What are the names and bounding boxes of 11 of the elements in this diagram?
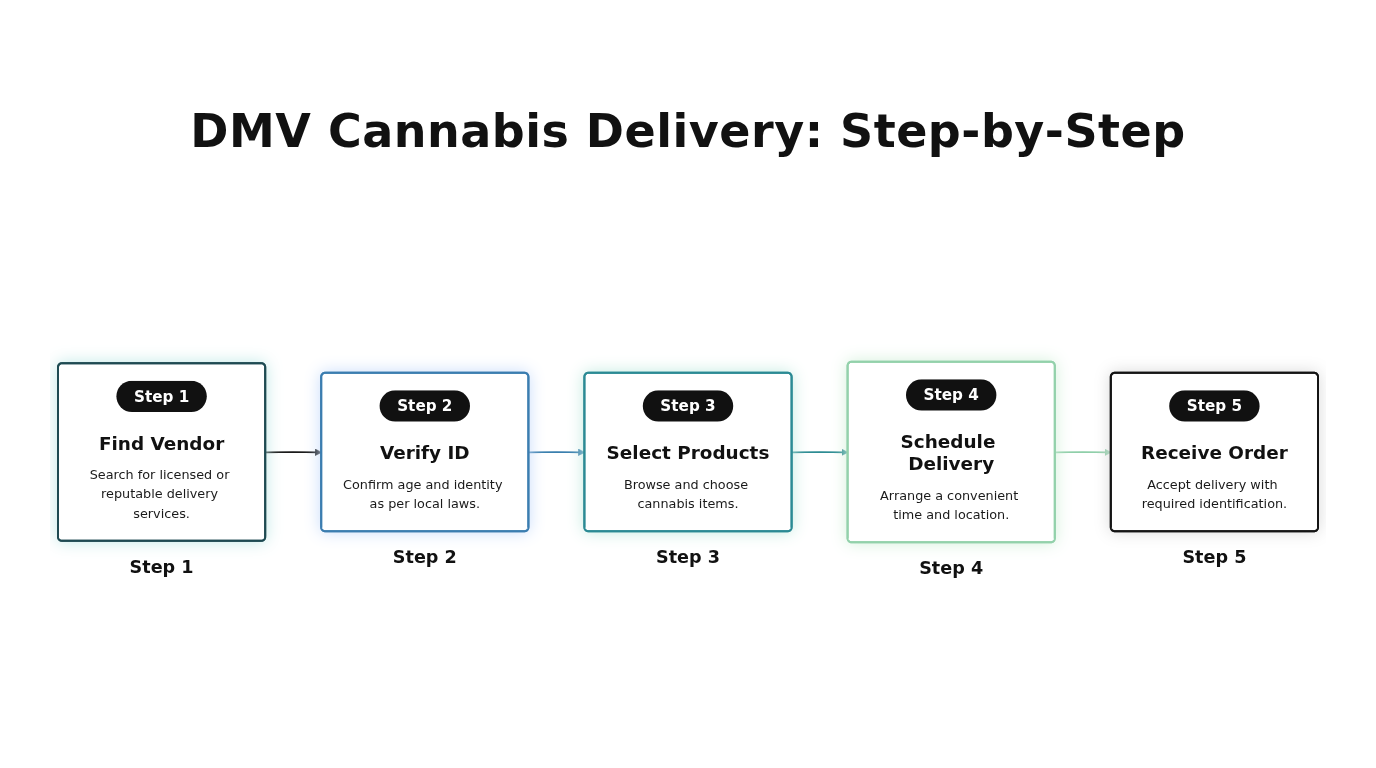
- step-caption: Step 5: [1182, 547, 1247, 568]
- step-card: Step 1 Find Vendor Search for licensed or reputable delivery services.: [57, 362, 267, 542]
- step-card: Step 4 Schedule Delivery Arrange a convenient time and location.: [846, 360, 1056, 544]
- step-card: Step 5 Receive Order Accept delivery with required identification.: [1109, 371, 1319, 533]
- step-card: Step 3 Select Products Browse and choose cannabis items.: [583, 371, 793, 533]
- step-caption: Step 3: [656, 547, 720, 568]
- step-caption: Step 2: [392, 547, 457, 568]
- diagram-title: DMV Cannabis Delivery: Step-by-Step: [189, 104, 1187, 158]
- step-caption: Step 4: [919, 558, 984, 579]
- step-caption: Step 1: [129, 556, 194, 577]
- step-card: Step 2 Verify ID Confirm age and identity as per local laws.: [320, 371, 530, 533]
